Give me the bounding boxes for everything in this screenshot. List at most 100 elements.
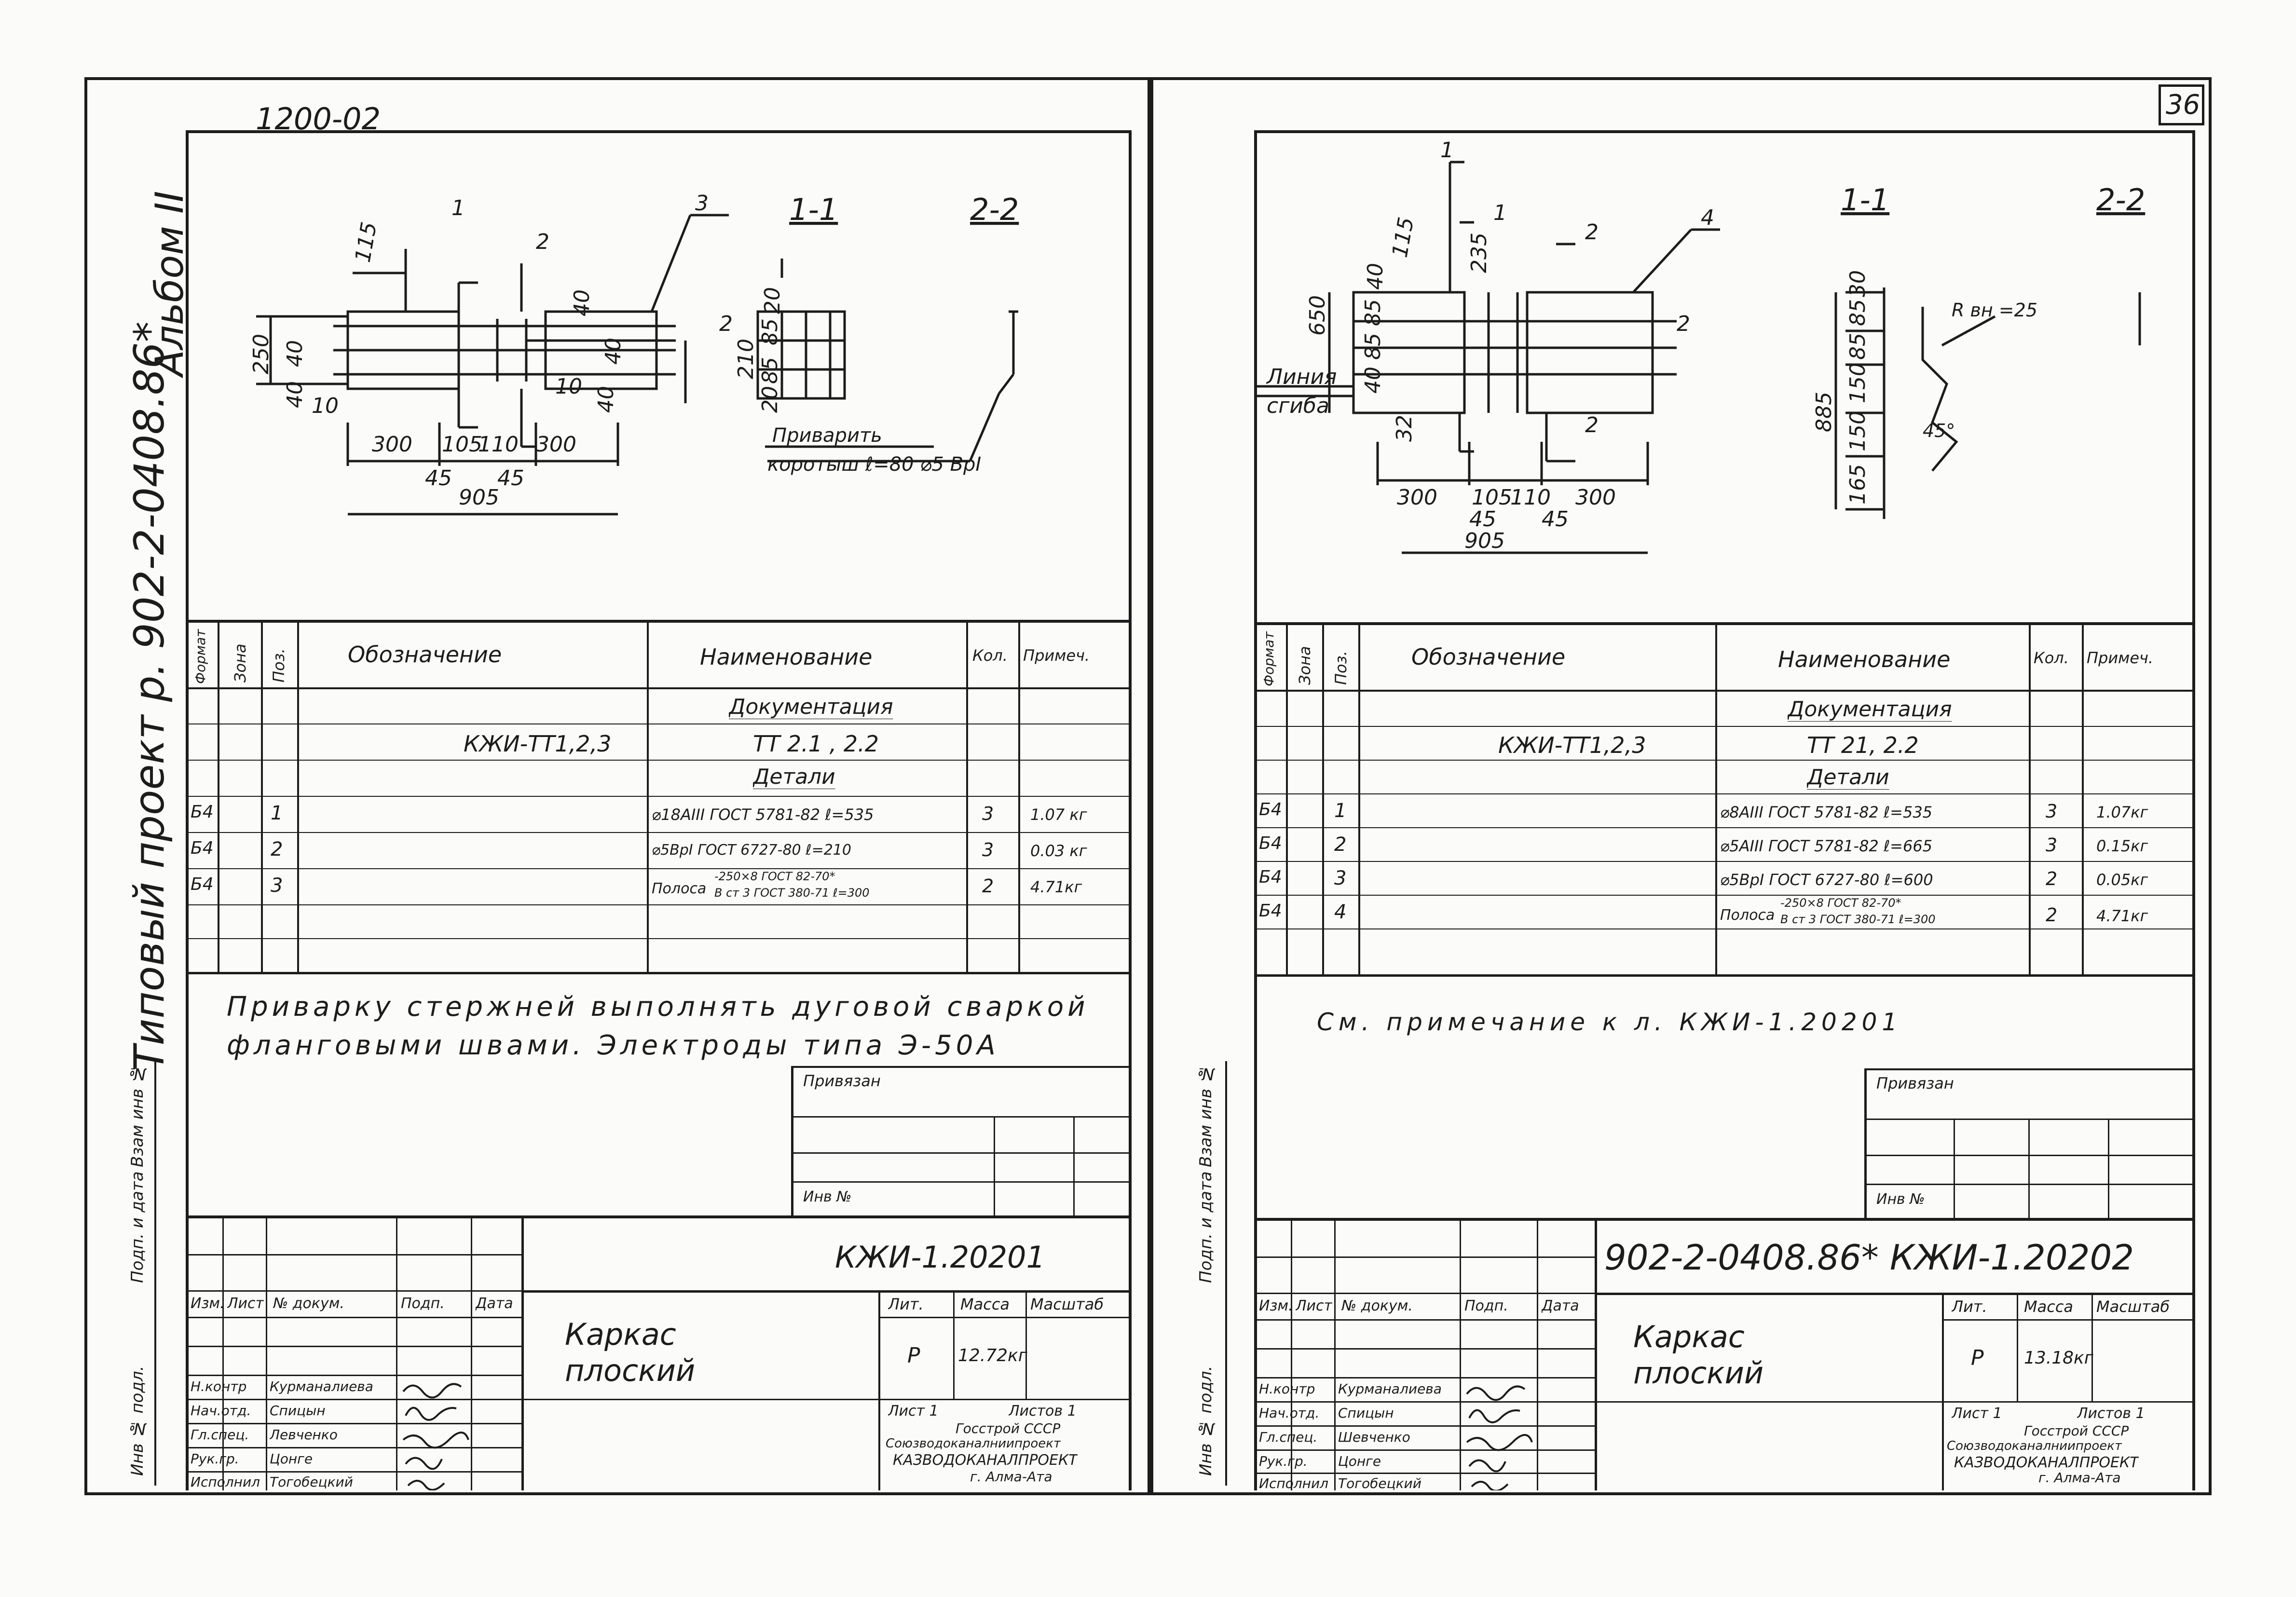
right-title-block: 902-2-0408.86* КЖИ-1.20202 Каркас плоски… (1257, 1218, 2192, 1491)
right-col-docnum: № докум. (1341, 1297, 1413, 1314)
left-weld-note-2: коротыш ℓ=80 ⌀5 ВрI (767, 453, 981, 476)
project-label: Типовый проект р. 902-2-0408.86* (125, 321, 174, 1071)
left-dim-300b: 300 (536, 432, 576, 457)
right-org-1: Госстрой СССР (2024, 1423, 2129, 1439)
right-col-izm: Изм. (1259, 1297, 1293, 1314)
left-section-1-1-title: 1-1 (789, 192, 838, 227)
left-dim-105: 105 (442, 432, 482, 457)
right-spec-table: Формат Зона Поз. Обозначение Наименовани… (1257, 622, 2192, 977)
left-dim-40e: 40 (594, 386, 618, 413)
left-sec-dim-20a: 20 (760, 287, 785, 314)
left-signer-role-1: Н.контр (191, 1379, 247, 1394)
left-row-3-pos: 3 (271, 874, 283, 897)
left-inv-label: Инв № (803, 1188, 852, 1205)
left-inner-frame-right (1129, 130, 1132, 1490)
right-bend-line-1: Линия (1266, 365, 1337, 389)
right-col-list: Лист (1296, 1297, 1333, 1314)
right-th-name: Наименование (1778, 646, 1951, 672)
left-right-mark-2: 2 (719, 312, 733, 336)
right-dim-45b: 45 (1542, 507, 1569, 532)
left-org-1: Госстрой СССР (956, 1420, 1061, 1436)
left-row-2-format: Б4 (191, 838, 214, 858)
right-th-format: Формат (1261, 631, 1277, 686)
right-th-pos: Поз. (1332, 651, 1350, 685)
left-signer-name-1: Курманалиева (270, 1379, 373, 1394)
right-row-4-format: Б4 (1259, 901, 1282, 921)
right-sec-dim-165: 165 (1845, 464, 1870, 505)
left-lit-value: Р (907, 1343, 920, 1368)
right-dim-40b: 40 (1361, 367, 1385, 394)
left-doc-designation: КЖИ-ТТ1,2,3 (464, 731, 612, 757)
right-dim-650: 650 (1305, 295, 1330, 336)
right-sec-dim-30: 30 (1845, 270, 1870, 297)
left-signer-role-3: Гл.спец. (191, 1427, 249, 1443)
left-sheet-border (84, 77, 1150, 1495)
left-th-designation: Обозначение (348, 642, 502, 668)
right-dim-105: 105 (1472, 485, 1512, 510)
right-col-date: Дата (1542, 1297, 1579, 1314)
right-doc-name: ТТ 21, 2.2 (1807, 732, 1919, 758)
right-signer-name-4: Цонге (1338, 1453, 1381, 1469)
right-inner-frame-right (2192, 130, 2195, 1490)
right-sec-dim-150a: 150 (1845, 363, 1870, 403)
right-dim-40a: 40 (1363, 263, 1388, 290)
right-scale-label: Масштаб (2096, 1297, 2170, 1316)
right-side-label-sign: Подп. и дата (1196, 1171, 1216, 1283)
right-row-4-qty: 2 (2046, 904, 2058, 926)
right-th-zone: Зона (1296, 646, 1314, 685)
right-row-1-qty: 3 (2046, 801, 2058, 822)
left-th-note: Примеч. (1023, 646, 1090, 665)
right-signer-name-3: Шевченко (1338, 1429, 1410, 1445)
left-section-mark-1: 1 (451, 196, 465, 220)
right-org-3: КАЗВОДОКАНАЛПРОЕКТ (1954, 1454, 2139, 1471)
right-sec-dim-150b: 150 (1845, 411, 1870, 451)
left-mass-label: Масса (960, 1295, 1010, 1313)
left-drawing: 1 2 3 2 115 250 40 40 10 300 105 110 300… (249, 191, 1019, 516)
left-doc-name: ТТ 2.1 , 2.2 (753, 731, 879, 757)
right-row-2-format: Б4 (1259, 833, 1282, 853)
right-section-mark-2b: 2 (1585, 413, 1599, 437)
left-privyazan-block: Привязан Инв № (791, 1066, 1131, 1217)
right-section-mark-1b: 1 (1493, 201, 1507, 225)
right-side-label-inv: Инв № подл. (1196, 1365, 1216, 1476)
right-row-3-format: Б4 (1259, 867, 1282, 887)
left-section-2-2-title: 2-2 (970, 192, 1019, 227)
left-weld-note-1: Приварить (772, 424, 882, 447)
right-row-3-pos: 3 (1334, 867, 1347, 889)
right-row-4-pos: 4 (1334, 901, 1347, 923)
right-org-4: г. Алма-Ата (2038, 1470, 2121, 1486)
right-signer-name-1: Курманалиева (1338, 1381, 1442, 1397)
left-dim-905: 905 (459, 485, 499, 510)
right-dim-235: 235 (1467, 232, 1491, 273)
right-th-note: Примеч. (2087, 649, 2154, 667)
right-doc-designation: КЖИ-ТТ1,2,3 (1498, 732, 1646, 758)
right-row-3-qty: 2 (2046, 868, 2058, 889)
left-lit-label: Лит. (888, 1295, 924, 1313)
side-label-replace: Взам инв № (128, 1064, 147, 1167)
right-dim-45a: 45 (1469, 507, 1496, 532)
left-title-2: плоский (565, 1353, 696, 1388)
right-lit-label: Лит. (1952, 1297, 1987, 1316)
right-row-1-note: 1.07кг (2096, 803, 2148, 821)
right-th-designation: Обозначение (1411, 644, 1566, 670)
left-dim-300a: 300 (372, 432, 412, 457)
left-org-2: Союзводоканалниипроект (886, 1436, 1061, 1451)
left-row-2-pos: 2 (271, 838, 283, 860)
right-plate-right (1526, 291, 1654, 414)
right-row-2-name: ⌀5AIII ГОСТ 5781-82 ℓ=665 (1720, 837, 1933, 855)
left-col-list: Лист (227, 1295, 264, 1312)
left-th-pos: Поз. (270, 648, 288, 682)
right-title-2: плоский (1633, 1355, 1764, 1391)
right-sheets-value: Листов 1 (2077, 1405, 2145, 1422)
right-sheet-value: Лист 1 (1952, 1405, 2002, 1422)
left-dim-45b: 45 (497, 466, 524, 491)
right-inv-label: Инв № (1876, 1191, 1925, 1208)
left-note-line-1: Приварку стержней выполнять дуговой свар… (227, 991, 1089, 1023)
left-col-date: Дата (476, 1295, 513, 1312)
right-privyazan-label: Привязан (1876, 1074, 1954, 1092)
left-mass-value: 12.72кг (958, 1346, 1027, 1365)
left-row-1-note: 1.07 кг (1030, 805, 1087, 824)
left-header-code: 1200-02 (256, 101, 381, 136)
right-org-2: Союзводоканалниипроект (1947, 1439, 2122, 1453)
left-dim-40b: 40 (283, 381, 307, 408)
